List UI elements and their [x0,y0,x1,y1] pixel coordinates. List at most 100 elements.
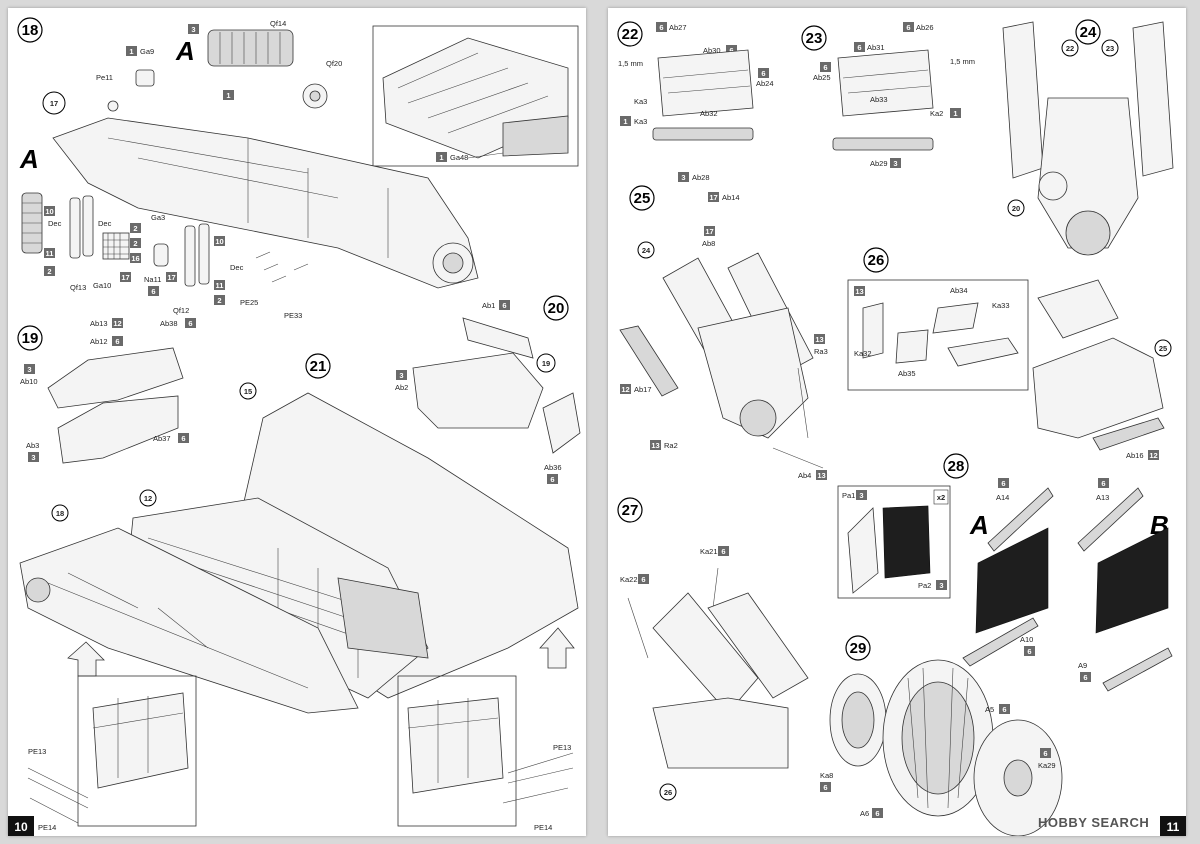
part-pe14-right: PE14 [534,823,552,832]
step-27-marker: 27 [622,502,639,519]
svg-text:1: 1 [439,153,443,162]
part-a5: A5 [985,705,994,714]
part-pe25: PE25 [240,298,258,307]
svg-text:6: 6 [1043,749,1047,758]
part-ab16: Ab16 [1126,451,1144,460]
svg-text:24: 24 [642,246,651,255]
svg-text:18: 18 [56,509,64,518]
right-page-drawing: 22 6 Ab27 Ab30 6 1,5 mm 6 Ab24 Ka3 1 Ka3… [617,19,1186,836]
svg-text:6: 6 [1083,673,1087,682]
svg-text:17: 17 [167,273,175,282]
page-number-right: 11 [1167,820,1180,834]
part-pe13-left: PE13 [28,747,46,756]
svg-text:2: 2 [47,267,51,276]
part-ab12: Ab12 [90,337,108,346]
step-26-marker: 26 [868,252,885,269]
part-pe13-right: PE13 [553,743,571,752]
part-ab26: Ab26 [916,23,934,32]
svg-text:20: 20 [1012,204,1020,213]
svg-text:6: 6 [550,475,554,484]
callout-A-step28: A [969,510,989,540]
part-ab4: Ab4 [798,471,811,480]
svg-text:2: 2 [133,239,137,248]
svg-text:3: 3 [893,159,897,168]
part-ab32: Ab32 [700,109,718,118]
svg-text:3: 3 [399,371,403,380]
svg-text:1: 1 [129,47,133,56]
part-a9: A9 [1078,661,1087,670]
step-22-marker: 22 [622,26,639,43]
svg-text:26: 26 [664,788,672,797]
part-ab3: Ab3 [26,441,39,450]
svg-text:Dec: Dec [230,263,244,272]
part-qf12: Qf12 [173,306,189,315]
part-ka21: Ka21 [700,547,718,556]
svg-text:10: 10 [45,207,53,216]
part-ab30: Ab30 [703,46,721,55]
step-29-marker: 29 [850,640,867,657]
part-ra3: Ra3 [814,347,828,356]
svg-text:13: 13 [817,471,825,480]
part-ka29: Ka29 [1038,761,1056,770]
svg-text:3: 3 [27,365,31,374]
svg-text:1: 1 [226,91,230,100]
step-20-marker: 20 [548,300,565,317]
svg-text:6: 6 [823,63,827,72]
part-ab35: Ab35 [898,369,916,378]
part-qf13: Qf13 [70,283,86,292]
svg-text:x2: x2 [937,493,945,502]
part-ab37: Ab37 [153,434,171,443]
part-ab14: Ab14 [722,193,740,202]
part-a14: A14 [996,493,1009,502]
callout-A-top: A [175,36,195,66]
svg-text:6: 6 [729,46,733,55]
svg-text:6: 6 [659,23,663,32]
svg-text:Dec: Dec [48,219,62,228]
svg-text:12: 12 [621,385,629,394]
part-na11: Na11 [144,275,161,284]
part-pa1: Pa1 [842,491,855,500]
part-ab27: Ab27 [669,23,687,32]
svg-text:3: 3 [859,491,863,500]
part-ab25: Ab25 [813,73,831,82]
part-ab31: Ab31 [867,43,885,52]
part-pe11: Pe11 [96,73,113,82]
svg-text:6: 6 [857,43,861,52]
part-ab33: Ab33 [870,95,888,104]
part-qf20: Qf20 [326,59,342,68]
step-25-marker: 25 [634,190,651,207]
part-pe33: PE33 [284,311,302,320]
svg-text:3: 3 [31,453,35,462]
svg-text:17: 17 [705,227,713,236]
part-qf14: Qf14 [270,19,286,28]
svg-text:Ka3: Ka3 [634,117,647,126]
svg-text:13: 13 [815,335,823,344]
svg-text:1: 1 [623,117,627,126]
part-ab28: Ab28 [692,173,710,182]
svg-text:3: 3 [681,173,685,182]
right-page: 22 6 Ab27 Ab30 6 1,5 mm 6 Ab24 Ka3 1 Ka3… [608,8,1186,836]
svg-text:17: 17 [50,99,58,108]
step-28-marker: 28 [948,458,965,475]
svg-text:16: 16 [131,254,139,263]
step-21-marker: 21 [310,358,327,375]
part-ka8: Ka8 [820,771,833,780]
part-ab8: Ab8 [702,239,715,248]
svg-text:15: 15 [244,387,252,396]
part-ga9: Ga9 [140,47,154,56]
part-pe14-left: PE14 [38,823,56,832]
step-19-marker: 19 [22,330,39,347]
part-ab34: Ab34 [950,286,968,295]
svg-text:12: 12 [113,319,121,328]
part-ga48: Ga48 [450,153,468,162]
svg-text:23: 23 [1106,44,1114,53]
svg-text:17: 17 [121,273,129,282]
svg-text:1,5 mm: 1,5 mm [618,59,643,68]
part-ab17: Ab17 [634,385,652,394]
part-ga10: Ga10 [93,281,111,290]
part-ab36: Ab36 [544,463,562,472]
svg-text:1,5 mm: 1,5 mm [950,57,975,66]
part-ka22: Ka22 [620,575,638,584]
svg-text:2: 2 [217,296,221,305]
part-a6: A6 [860,809,869,818]
